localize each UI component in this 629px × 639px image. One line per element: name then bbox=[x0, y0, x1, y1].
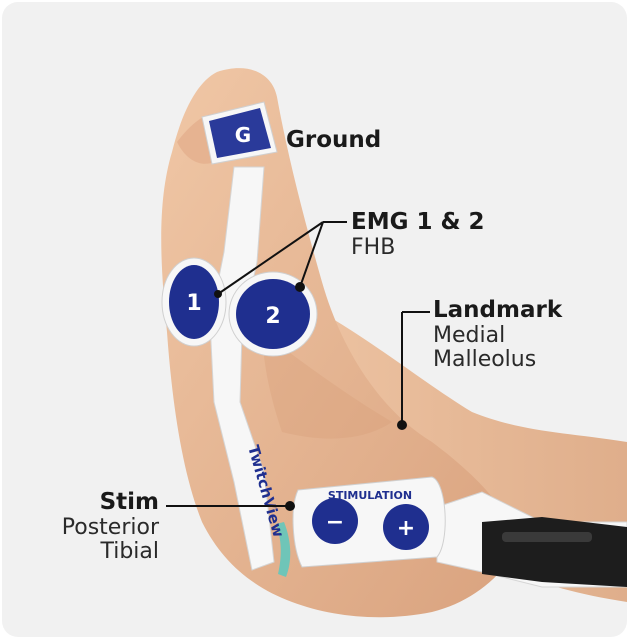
ground-label: Ground bbox=[286, 127, 382, 154]
emg-leader-line-3 bbox=[299, 221, 324, 288]
stim-minus-pad bbox=[312, 498, 358, 544]
emg-label: EMG 1 & 2 FHB bbox=[351, 209, 485, 260]
landmark-label: Landmark Medial Malleolus bbox=[433, 297, 563, 373]
emg-leader-line-2 bbox=[217, 221, 324, 295]
arch-shading bbox=[262, 332, 392, 439]
ground-label-title: Ground bbox=[286, 127, 382, 153]
landmark-label-sub2: Malleolus bbox=[433, 347, 537, 373]
emg-label-sub: FHB bbox=[351, 234, 396, 260]
stim-label: Stim Posterior Tibial bbox=[61, 489, 159, 565]
emg2-electrode-number: 2 bbox=[265, 304, 280, 329]
connector-clip bbox=[482, 517, 627, 587]
stim-label-sub2: Tibial bbox=[100, 539, 159, 565]
landmark-marker-dot bbox=[397, 420, 407, 430]
stim-minus-symbol: − bbox=[326, 510, 344, 535]
stim-marker-dot bbox=[285, 501, 295, 511]
landmark-label-sub1: Medial bbox=[433, 322, 506, 348]
emg1-electrode-number: 1 bbox=[186, 291, 201, 316]
emg1-electrode-pad bbox=[169, 265, 219, 339]
stim-label-title: Stim bbox=[99, 489, 159, 515]
connector-highlight bbox=[502, 532, 592, 542]
ground-electrode bbox=[201, 101, 278, 165]
emg2-marker-dot bbox=[295, 282, 305, 292]
landmark-label-title: Landmark bbox=[433, 297, 563, 323]
stim-plus-pad bbox=[383, 504, 429, 550]
stim-label-sub1: Posterior bbox=[61, 514, 159, 540]
emg-label-title: EMG 1 & 2 bbox=[351, 209, 485, 235]
ground-electrode-letter: G bbox=[235, 123, 251, 147]
emg1-marker-dot bbox=[214, 290, 222, 298]
gel-edge bbox=[276, 522, 291, 577]
stim-panel-label: STIMULATION bbox=[328, 489, 412, 502]
emg2-electrode-pad bbox=[236, 279, 310, 349]
stim-plus-symbol: + bbox=[397, 516, 415, 541]
